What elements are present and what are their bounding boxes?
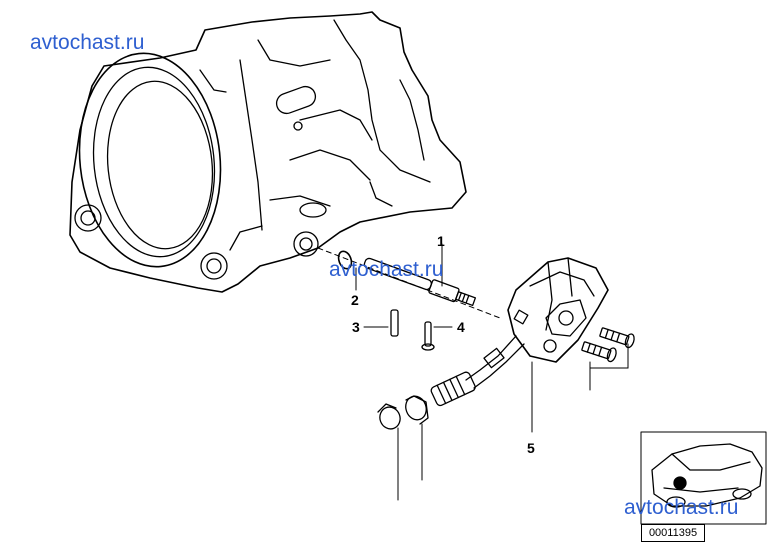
watermark-center: avtochast.ru [329, 258, 444, 281]
selector-shaft [363, 257, 477, 307]
selector-switch [377, 257, 609, 430]
assembly-axis [317, 247, 501, 319]
callout-3: 3 [352, 319, 360, 335]
callout-4: 4 [457, 319, 465, 335]
headed-pin [421, 321, 435, 351]
diagram-code: 00011395 [641, 524, 705, 542]
straight-pin [390, 309, 399, 337]
leader-lines [355, 243, 629, 501]
callout-5: 5 [527, 440, 535, 456]
locator-dot [673, 476, 687, 490]
transmission-housing [69, 11, 467, 293]
watermark-top-left: avtochast.ru [30, 31, 145, 54]
watermark-bottom-right: avtochast.ru [624, 496, 739, 519]
o-ring [337, 250, 353, 270]
callout-1: 1 [437, 233, 445, 249]
bolt-upper [599, 327, 635, 349]
bolt-lower [581, 341, 617, 363]
callout-2: 2 [351, 292, 359, 308]
